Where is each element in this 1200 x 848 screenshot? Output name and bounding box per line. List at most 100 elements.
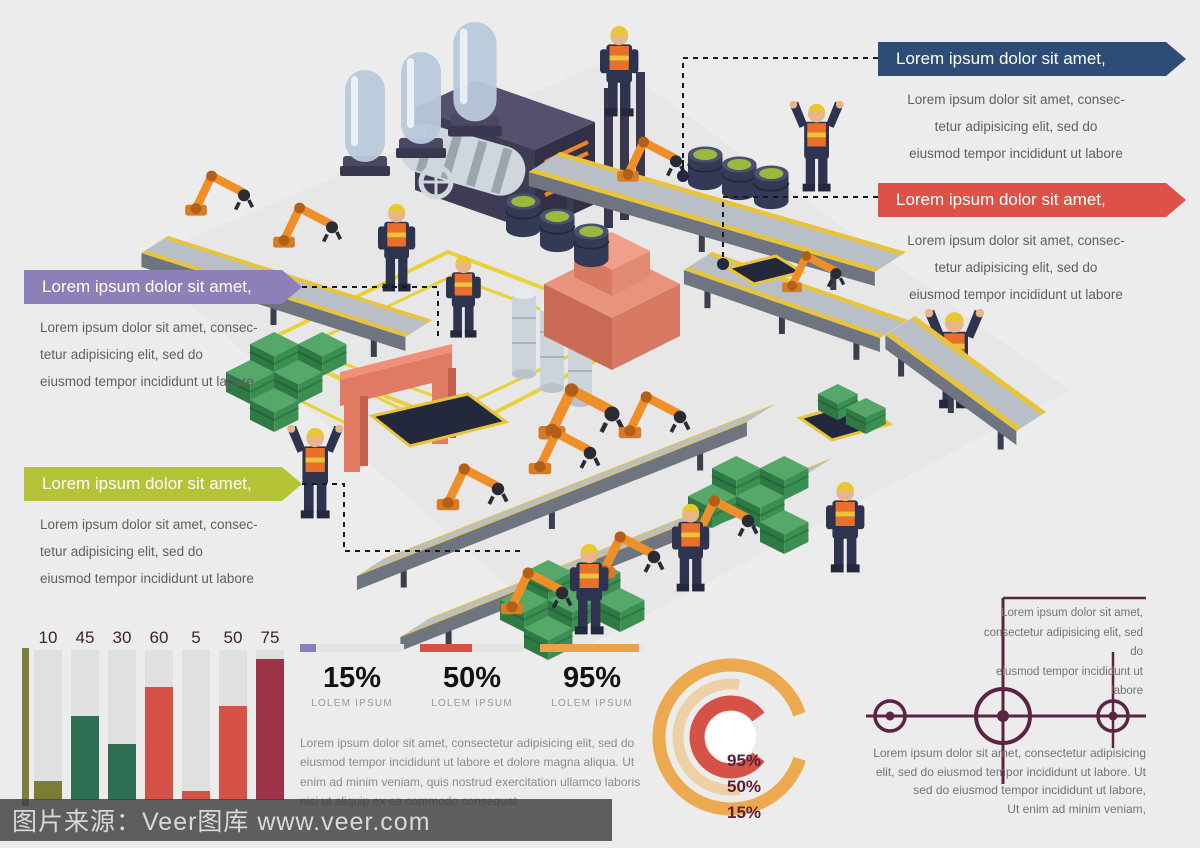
bar-value-label: 10 xyxy=(38,628,58,647)
bar-column: 75 xyxy=(256,628,284,800)
plane-text-line: consectetur adipisicing elit, sed do xyxy=(983,626,1143,659)
donut-ring-middle xyxy=(672,678,790,796)
conveyor-leg xyxy=(853,333,860,360)
conveyor-leg xyxy=(898,350,905,377)
bar-column: 60 xyxy=(145,628,173,800)
callout-connector xyxy=(682,57,878,160)
bar-fill xyxy=(182,791,210,800)
conveyor-edge xyxy=(380,404,775,561)
claw-ball xyxy=(717,258,729,270)
bar-fill xyxy=(219,706,247,800)
callout-line: tetur adipisicing elit, sed do xyxy=(40,544,203,559)
barrel xyxy=(505,192,542,239)
paragraph-line: eiusmod tempor incididunt ut labore et d… xyxy=(300,755,635,770)
bar-column: 45 xyxy=(71,628,99,800)
plane-bottom-text: Lorem ipsum dolor sit amet, consectetur … xyxy=(828,744,1146,818)
stat-progress-fill xyxy=(540,644,639,652)
conveyor-leg xyxy=(697,444,704,471)
callout-line: Lorem ipsum dolor sit amet, consec- xyxy=(40,320,258,335)
callout-purple: Lorem ipsum dolor sit amet, Lorem ipsum … xyxy=(24,270,302,395)
conveyor-edge xyxy=(885,331,1022,431)
callout-green: Lorem ipsum dolor sit amet, Lorem ipsum … xyxy=(24,467,302,592)
callout-ribbon-red: Lorem ipsum dolor sit amet, xyxy=(878,183,1186,217)
plane-text-line: elit, sed do eiusmod tempor incididunt u… xyxy=(875,764,1146,779)
bar-fill xyxy=(34,781,62,800)
watermark-text: 图片来源：Veer图库 www.veer.com xyxy=(12,808,431,836)
callout-line: eiusmod tempor incididunt ut labore xyxy=(909,146,1123,161)
stat-progress-fill xyxy=(420,644,472,652)
callout-ribbon-blue: Lorem ipsum dolor sit amet, xyxy=(878,42,1186,76)
bar-chart-axis xyxy=(22,648,29,806)
arch-pillar xyxy=(344,400,360,472)
stat-label: LOLEM IPSUM xyxy=(431,698,513,709)
glass-dome xyxy=(396,52,446,158)
airplane-diagram xyxy=(866,596,1146,784)
pink-machine-cap xyxy=(612,251,650,296)
conveyor-leg xyxy=(270,299,277,325)
bar-fill xyxy=(145,687,173,800)
bar-value-label: 5 xyxy=(191,628,201,647)
callout-line: tetur adipisicing elit, sed do xyxy=(934,119,1098,134)
stat-blocks: 15% LOLEM IPSUM 50% LOLEM IPSUM 95% LOLE… xyxy=(300,644,644,709)
claw-ball xyxy=(677,170,689,182)
stat-value: 15% xyxy=(322,662,382,694)
conveyor-edge xyxy=(356,419,752,576)
bar-track xyxy=(219,650,247,800)
callout-ribbon-green: Lorem ipsum dolor sit amet, xyxy=(24,467,302,501)
conveyor-side xyxy=(356,422,747,590)
stat-block: 15% LOLEM IPSUM xyxy=(300,644,404,709)
callout-line: tetur adipisicing elit, sed do xyxy=(934,260,1098,275)
callout-connector xyxy=(722,196,878,258)
conveyor-leg xyxy=(947,387,954,413)
conveyor-leg xyxy=(548,503,555,529)
callout-body: Lorem ipsum dolor sit amet, consec- tetu… xyxy=(24,314,302,395)
paragraph-line: Lorem ipsum dolor sit amet, consectetur … xyxy=(300,736,635,750)
glass-dome xyxy=(448,22,502,137)
conveyor-edge xyxy=(555,152,906,256)
callout-body: Lorem ipsum dolor sit amet, consec- tetu… xyxy=(24,511,302,592)
bar-track xyxy=(34,650,62,800)
pink-machine-right xyxy=(612,284,680,370)
robot-arm xyxy=(185,171,252,216)
bar-fill xyxy=(108,744,136,800)
conveyor-edge xyxy=(163,236,432,323)
fuselage-circle xyxy=(974,687,1032,745)
donut-label: 15% xyxy=(727,803,762,822)
stat-label: LOLEM IPSUM xyxy=(311,698,393,709)
donut-center xyxy=(706,712,756,762)
callout-line: eiusmod tempor incididunt ut labore xyxy=(909,287,1123,302)
stat-progress-track xyxy=(420,644,524,652)
conveyor-leg xyxy=(370,330,377,357)
callout-connector xyxy=(302,483,522,552)
bar-track xyxy=(71,650,99,800)
bar-track xyxy=(108,650,136,800)
conveyor-leg xyxy=(400,561,407,588)
conveyor-leg xyxy=(997,423,1004,450)
barrel xyxy=(539,207,576,254)
propeller-circle-left xyxy=(873,699,907,733)
worker xyxy=(789,100,844,192)
stat-progress-fill xyxy=(300,644,316,652)
watermark-bar: 图片来源：Veer图库 www.veer.com xyxy=(0,799,612,841)
callout-line: tetur adipisicing elit, sed do xyxy=(40,347,203,362)
conveyor-side xyxy=(683,270,880,352)
plane-text-line: sed do eiusmod tempor incididunt ut labo… xyxy=(913,783,1146,798)
conveyor-leg xyxy=(567,188,574,214)
callout-ribbon-purple: Lorem ipsum dolor sit amet, xyxy=(24,270,302,304)
conveyor-side xyxy=(528,172,875,286)
donut-labels: 95% 50% 15% xyxy=(727,748,761,826)
stat-block: 95% LOLEM IPSUM xyxy=(540,644,644,709)
conveyor-edge xyxy=(528,168,880,272)
callout-line: eiusmod tempor incididunt ut labore xyxy=(40,374,254,389)
bar-column: 5 xyxy=(182,628,210,800)
drum-ring xyxy=(490,147,513,195)
conveyor-leg xyxy=(445,621,452,648)
plane-text-line: eiusmod tempor incididunt ut labore xyxy=(995,665,1143,698)
bar-value-label: 45 xyxy=(75,628,95,647)
bar-track xyxy=(182,650,210,800)
callout-red: Lorem ipsum dolor sit amet, Lorem ipsum … xyxy=(878,183,1186,308)
stat-block: 50% LOLEM IPSUM xyxy=(420,644,524,709)
